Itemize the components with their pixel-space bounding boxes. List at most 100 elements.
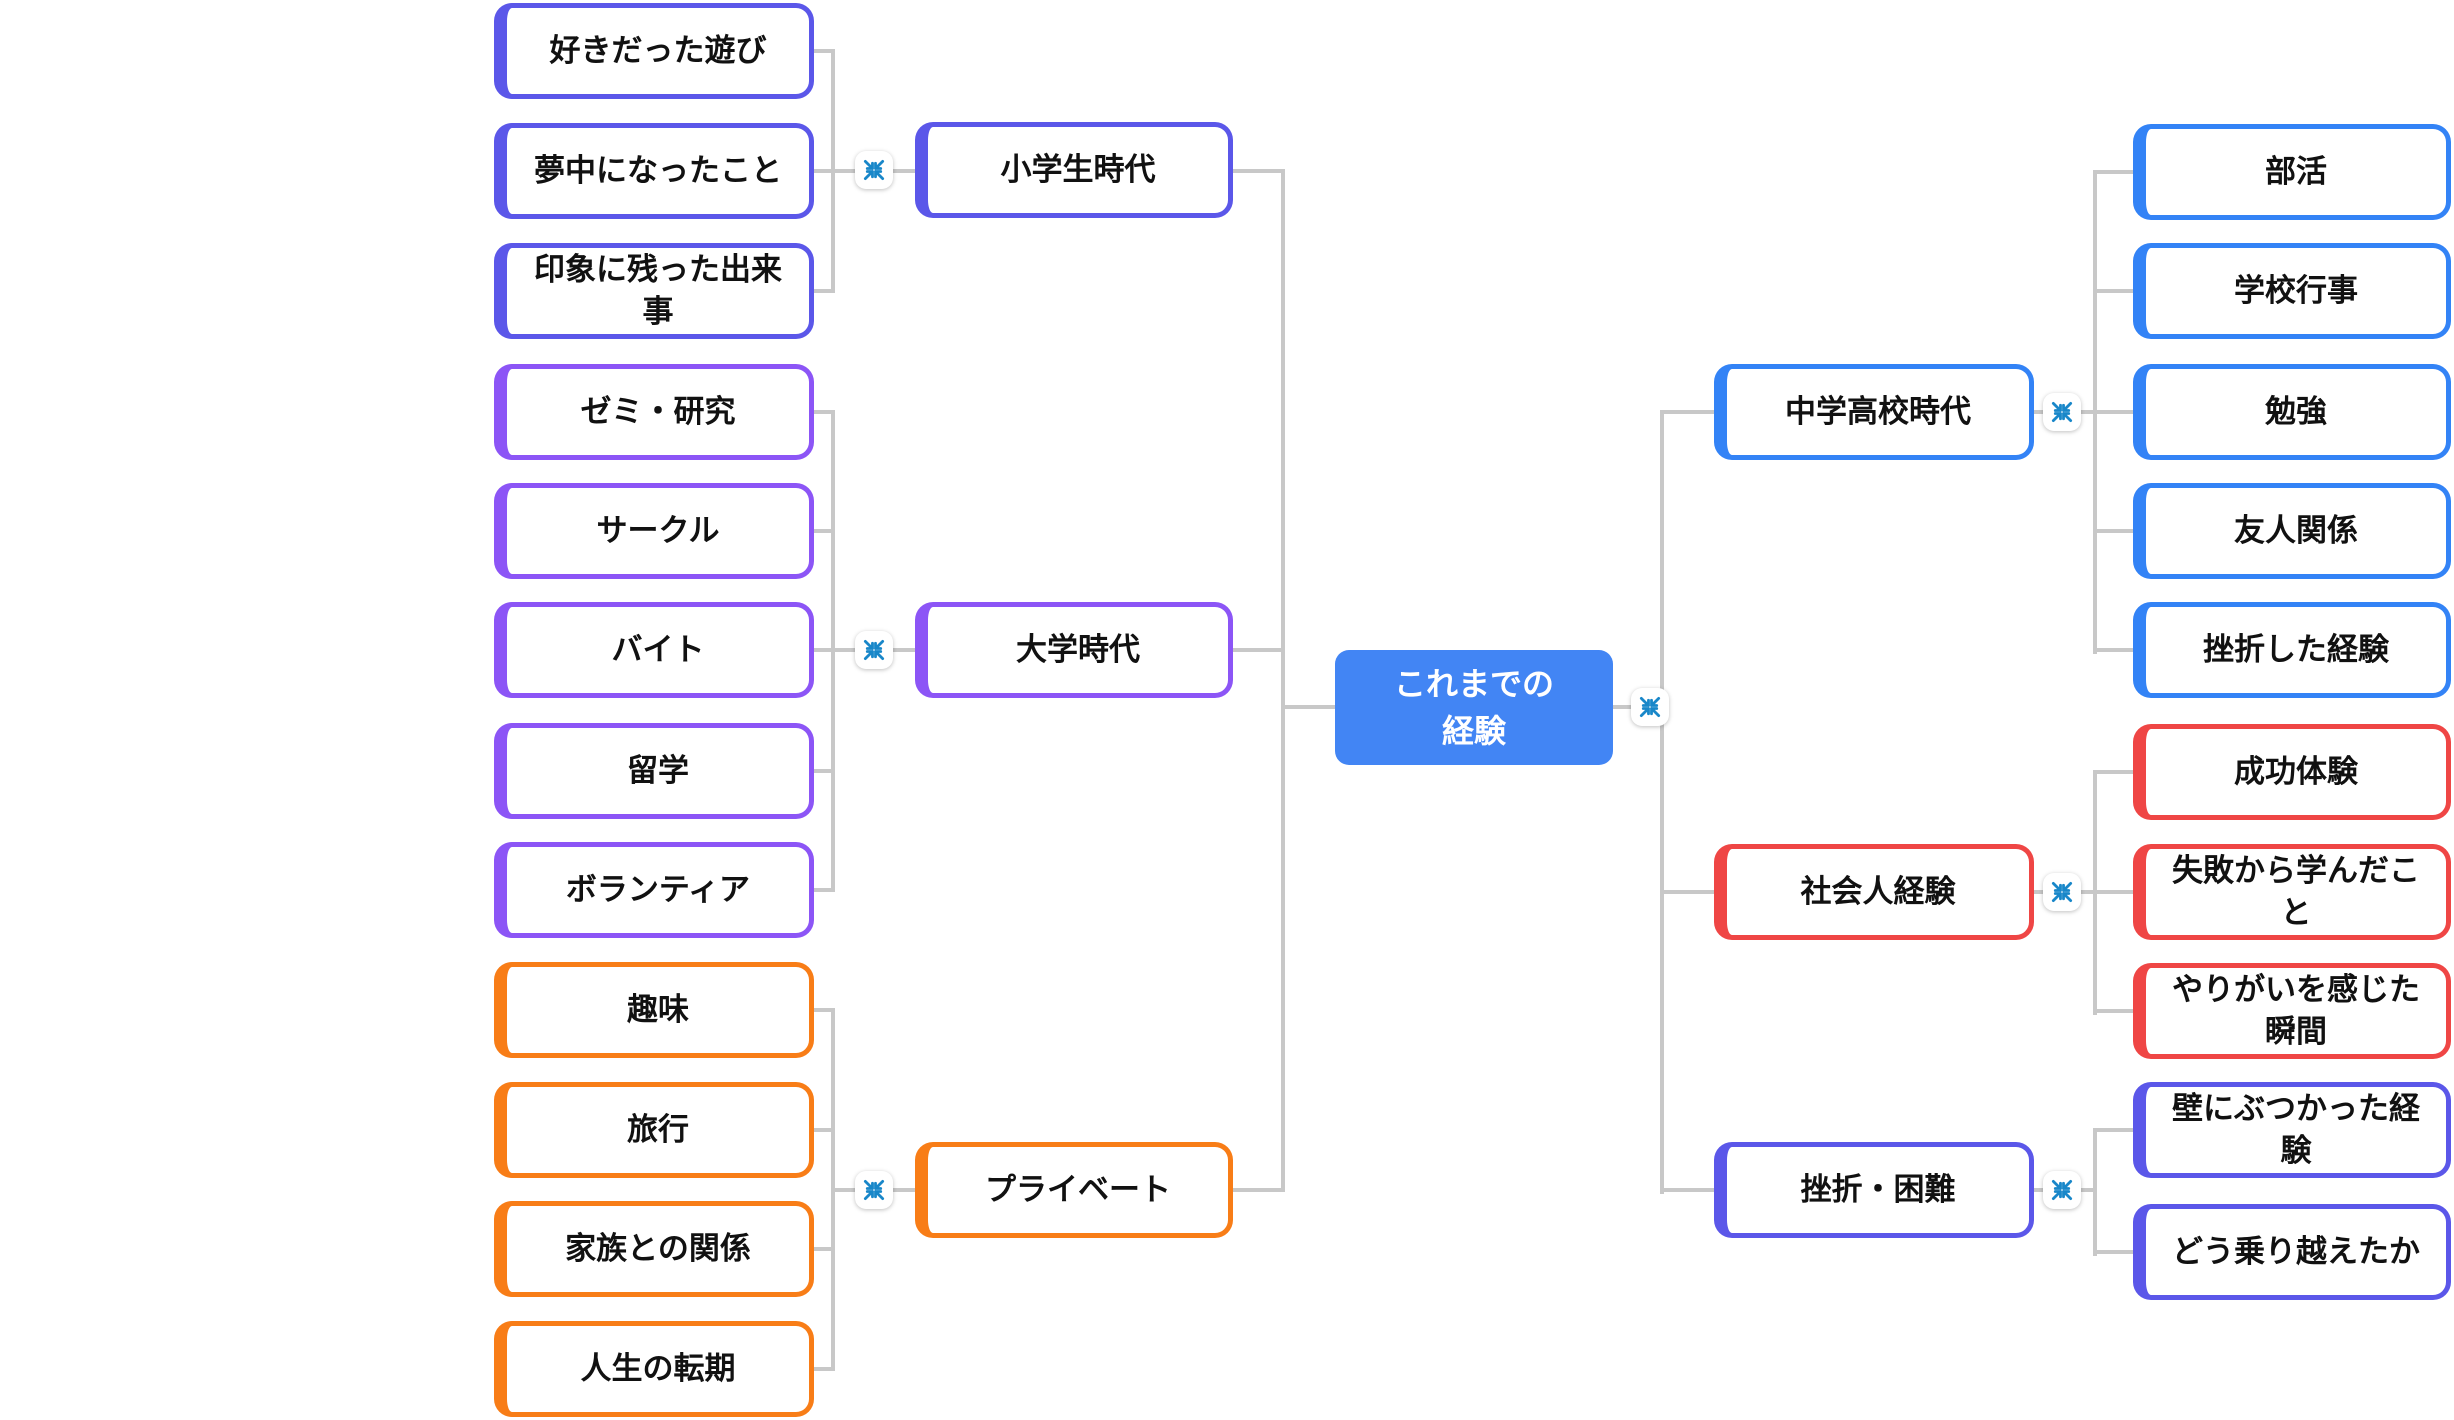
leaf-elementary-absorbed[interactable]: 夢中になったこと <box>494 123 814 219</box>
connector-line <box>2095 529 2133 533</box>
branch-work[interactable]: 社会人経験 <box>1714 844 2034 940</box>
connector-line <box>814 1008 835 1012</box>
node-label: 夢中になったこと <box>534 153 782 189</box>
node-label: 成功体験 <box>2234 754 2358 790</box>
node-label: 学校行事 <box>2234 273 2358 309</box>
collapse-arrows-glyph <box>2051 401 2073 423</box>
node-label: 失敗から学んだこ と <box>2172 853 2420 930</box>
node-label: 挫折した経験 <box>2203 632 2389 668</box>
connector-line <box>1662 1188 1714 1192</box>
leaf-university-parttime[interactable]: バイト <box>494 602 814 698</box>
connector-line <box>1662 890 1714 894</box>
central-topic-label: これまでの 経験 <box>1393 666 1554 749</box>
leaf-elementary-play[interactable]: 好きだった遊び <box>494 3 814 99</box>
collapse-arrows-glyph <box>863 1179 885 1201</box>
node-label: 趣味 <box>627 992 689 1028</box>
node-label: やりがいを感じた 瞬間 <box>2172 972 2420 1049</box>
leaf-university-circle[interactable]: サークル <box>494 483 814 579</box>
branch-private[interactable]: プライベート <box>915 1142 1233 1238</box>
leaf-work-learned-from-failure[interactable]: 失敗から学んだこ と <box>2133 844 2451 940</box>
collapse-arrows-glyph <box>863 639 885 661</box>
leaf-private-hobby[interactable]: 趣味 <box>494 962 814 1058</box>
node-label: 留学 <box>627 753 689 789</box>
connector-line <box>1233 648 1285 652</box>
collapse-icon[interactable] <box>855 1171 893 1209</box>
collapse-icon[interactable] <box>855 151 893 189</box>
leaf-setback-overcome[interactable]: どう乗り越えたか <box>2133 1204 2451 1300</box>
leaf-secondary-study[interactable]: 勉強 <box>2133 364 2451 460</box>
leaf-secondary-events[interactable]: 学校行事 <box>2133 243 2451 339</box>
node-label: 旅行 <box>627 1112 689 1148</box>
leaf-private-travel[interactable]: 旅行 <box>494 1082 814 1178</box>
connector-line <box>814 769 835 773</box>
leaf-university-seminar[interactable]: ゼミ・研究 <box>494 364 814 460</box>
node-label: 中学高校時代 <box>1785 394 1971 430</box>
connector-line <box>2095 410 2133 414</box>
node-label: サークル <box>596 513 720 549</box>
leaf-university-studyabroad[interactable]: 留学 <box>494 723 814 819</box>
connector-line <box>814 529 835 533</box>
leaf-university-volunteer[interactable]: ボランティア <box>494 842 814 938</box>
leaf-work-success[interactable]: 成功体験 <box>2133 724 2451 820</box>
node-label: 好きだった遊び <box>549 33 767 69</box>
connector-line <box>2095 1128 2133 1132</box>
leaf-secondary-friends[interactable]: 友人関係 <box>2133 483 2451 579</box>
leaf-work-rewarding-moment[interactable]: やりがいを感じた 瞬間 <box>2133 963 2451 1059</box>
node-label: 大学時代 <box>1016 632 1140 668</box>
leaf-elementary-memorable[interactable]: 印象に残った出来 事 <box>494 243 814 339</box>
leaf-secondary-club[interactable]: 部活 <box>2133 124 2451 220</box>
branch-secondary-school[interactable]: 中学高校時代 <box>1714 364 2034 460</box>
leaf-private-family[interactable]: 家族との関係 <box>494 1201 814 1297</box>
connector-line <box>1283 705 1335 709</box>
branch-university[interactable]: 大学時代 <box>915 602 1233 698</box>
connector-line <box>1660 410 1664 1194</box>
collapse-icon[interactable] <box>2043 873 2081 911</box>
node-label: 部活 <box>2265 154 2327 190</box>
node-label: ボランティア <box>565 872 751 908</box>
connector-line <box>2095 648 2133 652</box>
node-label: 人生の転期 <box>580 1351 736 1387</box>
collapse-arrows-glyph <box>863 159 885 181</box>
connector-line <box>831 49 835 293</box>
collapse-icon[interactable] <box>2043 393 2081 431</box>
collapse-icon[interactable] <box>1631 688 1669 726</box>
connector-line <box>1662 410 1714 414</box>
collapse-icon[interactable] <box>855 631 893 669</box>
collapse-arrows-glyph <box>2051 881 2073 903</box>
node-label: 壁にぶつかった経 験 <box>2172 1091 2420 1168</box>
connector-line <box>814 1128 835 1132</box>
node-label: バイト <box>611 632 705 668</box>
node-label: 挫折・困難 <box>1800 1172 1956 1208</box>
connector-line <box>1281 169 1285 1192</box>
node-label: 小学生時代 <box>1000 152 1156 188</box>
connector-line <box>814 49 835 53</box>
node-label: どう乗り越えたか <box>2172 1234 2420 1270</box>
connector-line <box>1233 1188 1285 1192</box>
connector-line <box>831 1008 835 1371</box>
connector-line <box>2095 1009 2133 1013</box>
leaf-secondary-setback[interactable]: 挫折した経験 <box>2133 602 2451 698</box>
connector-line <box>814 888 835 892</box>
connector-line <box>814 410 835 414</box>
connector-line <box>2093 1128 2097 1256</box>
leaf-setback-hit-wall[interactable]: 壁にぶつかった経 験 <box>2133 1082 2451 1178</box>
node-label: 家族との関係 <box>565 1231 751 1267</box>
node-label: 社会人経験 <box>1800 874 1956 910</box>
collapse-arrows-glyph <box>2051 1179 2073 1201</box>
connector-line <box>814 1247 835 1251</box>
collapse-icon[interactable] <box>2043 1171 2081 1209</box>
branch-elementary[interactable]: 小学生時代 <box>915 122 1233 218</box>
node-label: ゼミ・研究 <box>580 394 736 430</box>
connector-line <box>831 410 835 892</box>
leaf-private-turningpoint[interactable]: 人生の転期 <box>494 1321 814 1417</box>
connector-line <box>2095 770 2133 774</box>
node-label: プライベート <box>985 1172 1171 1208</box>
connector-line <box>2095 170 2133 174</box>
branch-setback[interactable]: 挫折・困難 <box>1714 1142 2034 1238</box>
central-topic[interactable]: これまでの 経験 <box>1335 650 1613 765</box>
connector-line <box>814 1367 835 1371</box>
connector-line <box>2095 289 2133 293</box>
connector-line <box>1233 169 1285 173</box>
node-label: 印象に残った出来 事 <box>534 252 782 329</box>
